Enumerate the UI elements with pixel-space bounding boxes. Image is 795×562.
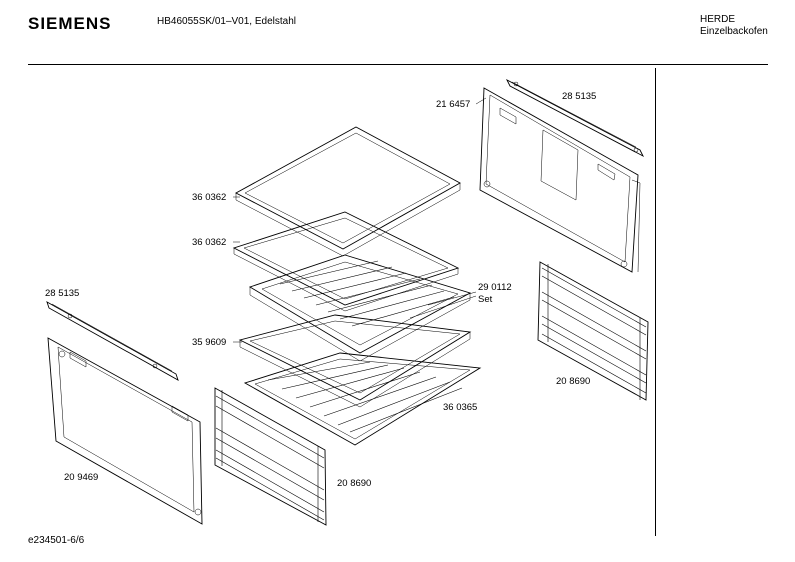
part-label: 20 9469 [64,472,98,483]
part-sublabel: Set [478,294,493,305]
part-grill-set[interactable]: 29 0112 Set [248,254,512,362]
category-line-2: Einzelbackofen [700,26,768,37]
model-designation: HB46055SK/01–V01, Edelstahl [157,16,296,27]
part-rack-guide-right[interactable]: 20 8690 [537,261,649,401]
part-label: 28 5135 [562,91,596,102]
part-label: 20 8690 [556,376,590,387]
part-label: 21 6457 [436,99,470,110]
part-label: 28 5135 [45,288,79,299]
part-panel-left[interactable]: 20 9469 [47,337,203,525]
part-label: 35 9609 [192,337,226,348]
part-tray-frame[interactable]: 35 9609 [192,314,472,408]
category-label: HERDE Einzelbackofen [700,14,768,38]
part-label: 36 0362 [192,192,226,203]
category-line-1: HERDE [700,14,736,25]
part-label: 29 0112 [478,282,512,293]
part-rack-guide-bottom[interactable]: 20 8690 [214,387,371,526]
margin-divider [655,68,656,536]
document-id: e234501-6/6 [28,535,85,546]
part-tray-lower[interactable]: 36 0362 [192,211,460,312]
part-label: 20 8690 [337,478,371,489]
part-wire-rack[interactable]: 36 0365 [243,352,482,446]
header-divider [28,64,768,65]
part-rail-top-right[interactable]: 28 5135 [505,78,645,158]
part-tray-upper[interactable]: 36 0362 [192,126,461,257]
part-label: 36 0365 [443,402,477,413]
brand-logo: SIEMENS [28,14,112,33]
part-rail-left[interactable]: 28 5135 [45,288,179,381]
part-panel-top-right[interactable]: 21 6457 [436,87,641,273]
part-label: 36 0362 [192,237,226,248]
